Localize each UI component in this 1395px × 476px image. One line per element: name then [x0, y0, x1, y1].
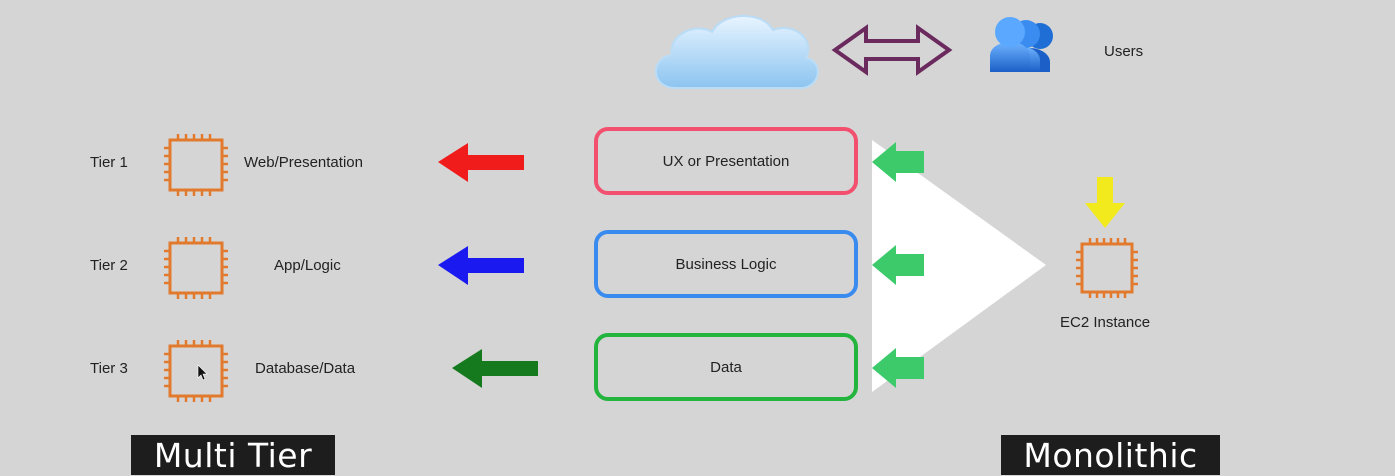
monolithic-banner: Monolithic	[1001, 435, 1220, 475]
users-label: Users	[1104, 43, 1144, 60]
cloud-icon	[655, 15, 819, 90]
layer-box-data-label: Data	[710, 358, 742, 376]
layer-box-ux: UX or Presentation	[594, 127, 858, 195]
multi-tier-banner: Multi Tier	[131, 435, 335, 475]
double-arrow-icon	[831, 24, 953, 76]
chip-icon-tier-1	[164, 134, 228, 196]
arrow-left-green-icon-2	[872, 245, 924, 285]
arrow-down-yellow-icon	[1085, 177, 1125, 228]
tier-3-label: Tier 3	[90, 360, 128, 377]
ec2-chip-icon	[1076, 238, 1138, 298]
arrow-left-darkgreen-icon	[452, 349, 538, 388]
chip-icon-tier-3	[164, 340, 228, 402]
layer-box-business-logic-label: Business Logic	[675, 255, 777, 273]
users-icon	[990, 17, 1053, 72]
tier-2-name: App/Logic	[274, 257, 341, 274]
layer-box-business-logic: Business Logic	[594, 230, 858, 298]
arrow-left-blue-icon	[438, 246, 524, 285]
tier-2-label: Tier 2	[90, 257, 128, 274]
arrow-left-red-icon	[438, 143, 524, 182]
arrow-left-green-icon-1	[872, 142, 924, 182]
funnel-triangle	[872, 140, 1046, 392]
layer-box-data: Data	[594, 333, 858, 401]
tier-3-name: Database/Data	[255, 360, 356, 377]
layer-box-ux-label: UX or Presentation	[662, 152, 790, 170]
arrow-left-green-icon-3	[872, 348, 924, 388]
tier-1-label: Tier 1	[90, 154, 128, 171]
mouse-cursor-icon	[197, 364, 208, 381]
tier-1-name: Web/Presentation	[244, 154, 363, 171]
chip-icon-tier-2	[164, 237, 228, 299]
ec2-instance-label: EC2 Instance	[1060, 314, 1151, 331]
